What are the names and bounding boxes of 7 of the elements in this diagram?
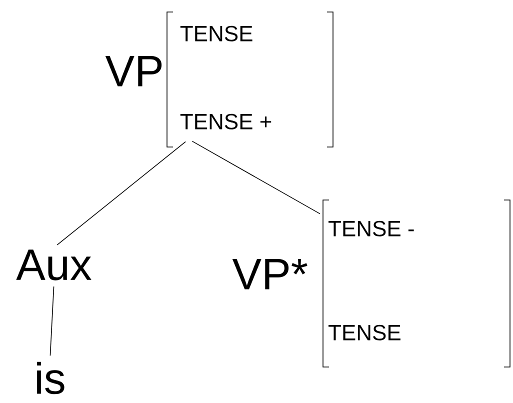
tree-node-label: Aux xyxy=(16,250,92,280)
tree-node-label: is xyxy=(37,362,64,394)
feature-structure: VP* TENSE - TENSE xyxy=(232,200,510,368)
feature-structure: VP TENSE TENSE + xyxy=(105,12,334,148)
branch-line xyxy=(56,141,186,246)
branch-line xyxy=(192,140,320,214)
branch-line xyxy=(50,286,54,356)
